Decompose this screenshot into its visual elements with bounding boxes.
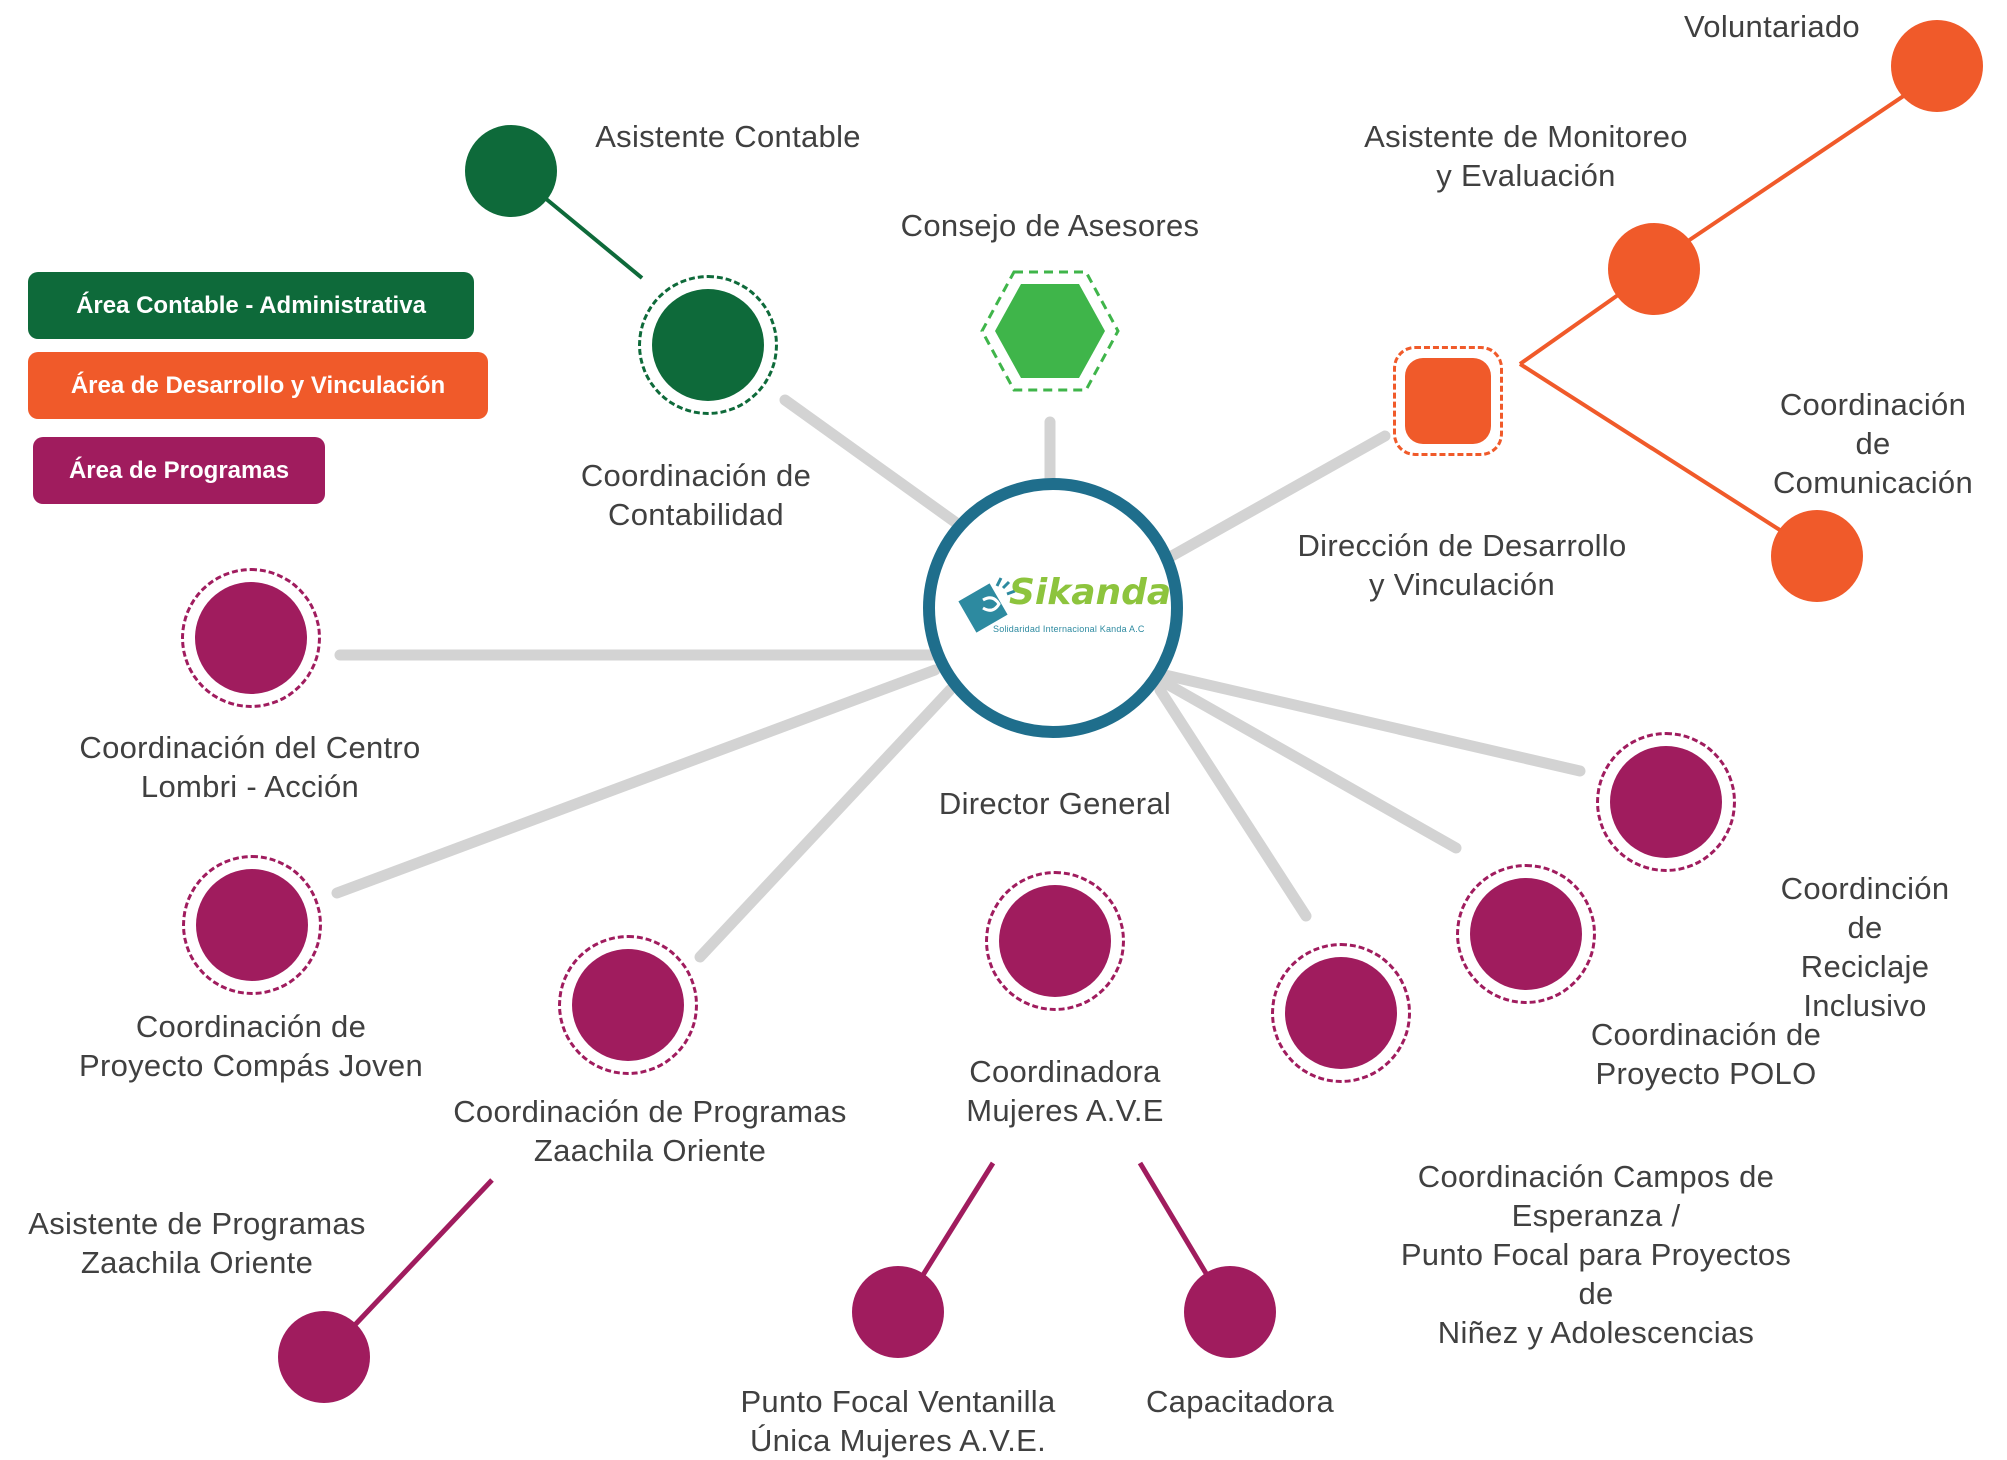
coord-campos-label: Coordinación Campos de Esperanza / Punto…: [1400, 1159, 1792, 1350]
link-ventanilla: [915, 1161, 996, 1285]
link-monitoreo: [1518, 293, 1620, 366]
spoke-contabilidad: [779, 394, 961, 528]
logo-mark-icon: [958, 577, 1016, 633]
coord-reciclaje-label: Coordinción de Reciclaje Inclusivo: [1780, 871, 1950, 1023]
direccion-desarrollo-label: Dirección de Desarrollo y Vinculación: [1297, 528, 1627, 602]
coord-comunicacion-label: Coordinación de Comunicación: [1772, 387, 1974, 500]
voluntariado-label: Voluntariado: [1684, 9, 1860, 44]
link-voluntariado: [1683, 91, 1910, 245]
coord-contabilidad-node: [652, 289, 764, 401]
coord-lombri-label: Coordinación del Centro Lombri - Acción: [79, 730, 421, 804]
direccion-desarrollo-node: [1393, 346, 1503, 456]
coord-mujeres-node: [999, 885, 1111, 997]
direccion-desarrollo-square: [1405, 358, 1491, 444]
legend-label: Área Contable - Administrativa: [76, 291, 426, 319]
voluntariado-node: [1891, 20, 1983, 112]
logo-name: Sikanda: [1009, 572, 1172, 613]
link-comunicacion: [1518, 362, 1785, 534]
asistente-monitoreo-label: Asistente de Monitoreo y Evaluación: [1364, 119, 1688, 193]
consejo-asesores-label: Consejo de Asesores: [900, 208, 1200, 243]
legend-label: Área de Programas: [68, 456, 290, 484]
coord-mujeres-ring: [985, 871, 1125, 1011]
spoke-zaachila: [694, 684, 956, 963]
sikanda-logo: Sikanda Solidaridad Internacional Kanda …: [953, 568, 1171, 648]
link-asistente-zaachila: [350, 1178, 494, 1330]
coord-contabilidad-label: Coordinación de Contabilidad: [580, 458, 812, 532]
coord-zaachila-label: Coordinación de Programas Zaachila Orien…: [453, 1094, 847, 1168]
coord-zaachila-ring: [558, 935, 698, 1075]
asistente-zaachila-label: Asistente de Programas Zaachila Oriente: [28, 1206, 366, 1280]
legend-contable-administrativa: Área Contable - Administrativa: [28, 272, 474, 339]
link-capacitadora: [1137, 1161, 1213, 1282]
coord-compas-label: Coordinación de Proyecto Compás Joven: [78, 1009, 424, 1083]
coord-zaachila-node: [572, 949, 684, 1061]
asistente-contable-node: [465, 125, 557, 217]
capacitadora-label: Capacitadora: [1146, 1384, 1334, 1419]
punto-focal-ventanilla-node: [852, 1266, 944, 1358]
coord-campos-ring: [1271, 943, 1411, 1083]
coord-mujeres-label: Coordinadora Mujeres A.V.E: [966, 1054, 1164, 1128]
spoke-polo: [1154, 674, 1462, 854]
spoke-campos: [1154, 684, 1312, 922]
coord-reciclaje-node: [1610, 746, 1722, 858]
coord-lombri-ring: [181, 568, 321, 708]
coord-lombri-node: [195, 582, 307, 694]
link-asistente-contable: [543, 196, 644, 280]
punto-focal-ventanilla-label: Punto Focal Ventanilla Única Mujeres A.V…: [740, 1384, 1056, 1458]
director-general-node: Sikanda Solidaridad Internacional Kanda …: [923, 478, 1183, 738]
asistente-contable-label: Asistente Contable: [595, 119, 861, 154]
spoke-compas: [331, 664, 941, 899]
asistente-monitoreo-node: [1608, 223, 1700, 315]
coord-polo-label: Coordinación de Proyecto POLO: [1590, 1017, 1822, 1091]
coord-campos-node: [1285, 957, 1397, 1069]
coord-compas-node: [196, 869, 308, 981]
coord-polo-node: [1470, 878, 1582, 990]
consejo-asesores-node: [980, 270, 1120, 392]
asistente-zaachila-node: [278, 1311, 370, 1403]
coord-reciclaje-ring: [1596, 732, 1736, 872]
legend-programas: Área de Programas: [33, 437, 325, 504]
capacitadora-node: [1184, 1266, 1276, 1358]
coord-contabilidad-ring: [638, 275, 778, 415]
logo-subtitle: Solidaridad Internacional Kanda A.C: [993, 624, 1145, 634]
spoke-reciclaje: [1159, 669, 1586, 777]
spoke-desarrollo: [1164, 430, 1391, 563]
director-general-label: Director General: [938, 786, 1172, 821]
coord-comunicacion-node: [1771, 510, 1863, 602]
legend-label: Área de Desarrollo y Vinculación: [70, 371, 446, 399]
legend-desarrollo-vinculacion: Área de Desarrollo y Vinculación: [28, 352, 488, 419]
coord-polo-ring: [1456, 864, 1596, 1004]
coord-compas-ring: [182, 855, 322, 995]
